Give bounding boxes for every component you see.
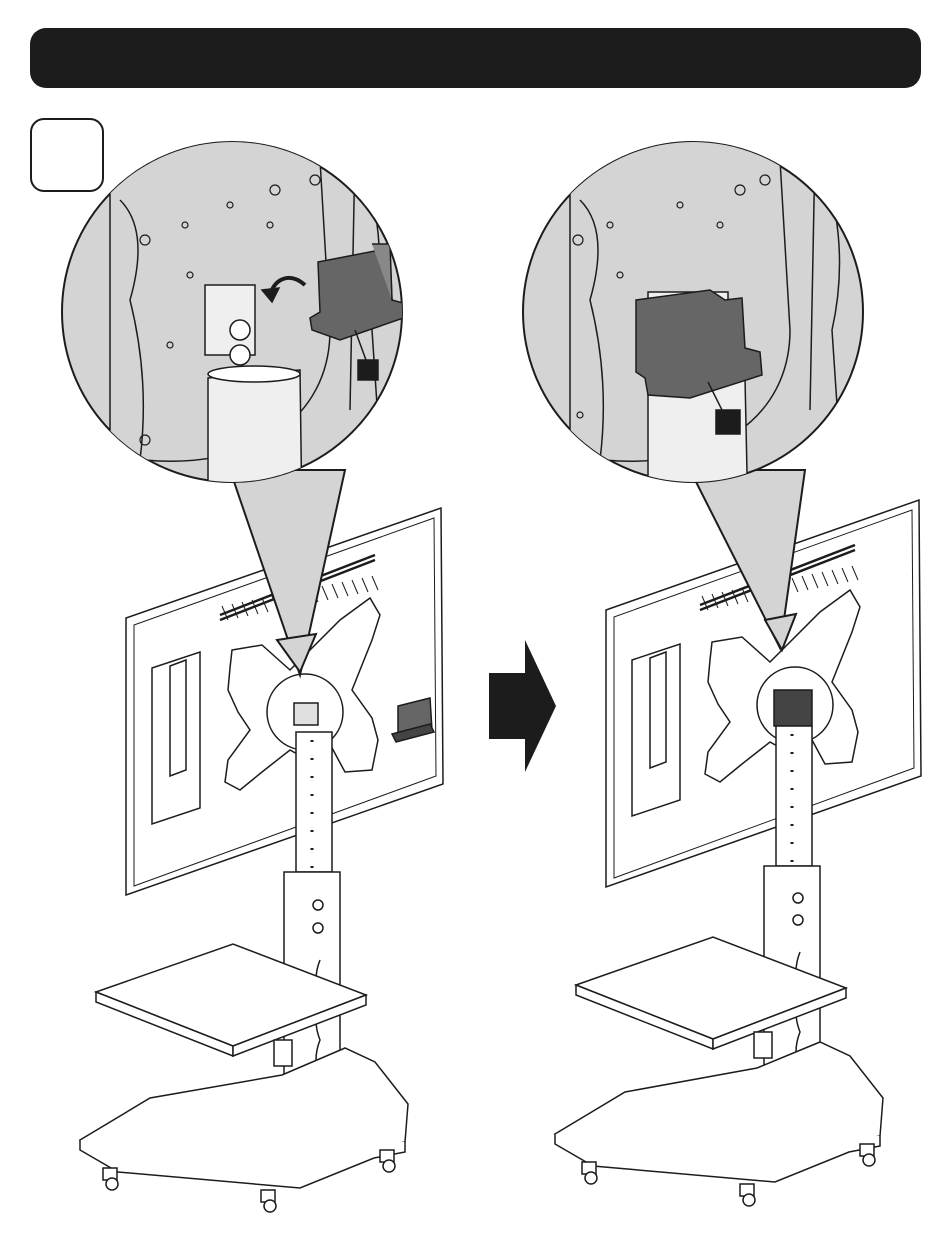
- base-after: [555, 1042, 883, 1206]
- panel-before: [62, 116, 443, 1212]
- base-before: [80, 1048, 408, 1212]
- direction-arrow-icon: [489, 640, 556, 772]
- callout-marker-icon: [716, 410, 740, 434]
- panel-after: [523, 116, 921, 1206]
- callout-marker-icon: [358, 360, 378, 380]
- detail-before: [110, 116, 412, 520]
